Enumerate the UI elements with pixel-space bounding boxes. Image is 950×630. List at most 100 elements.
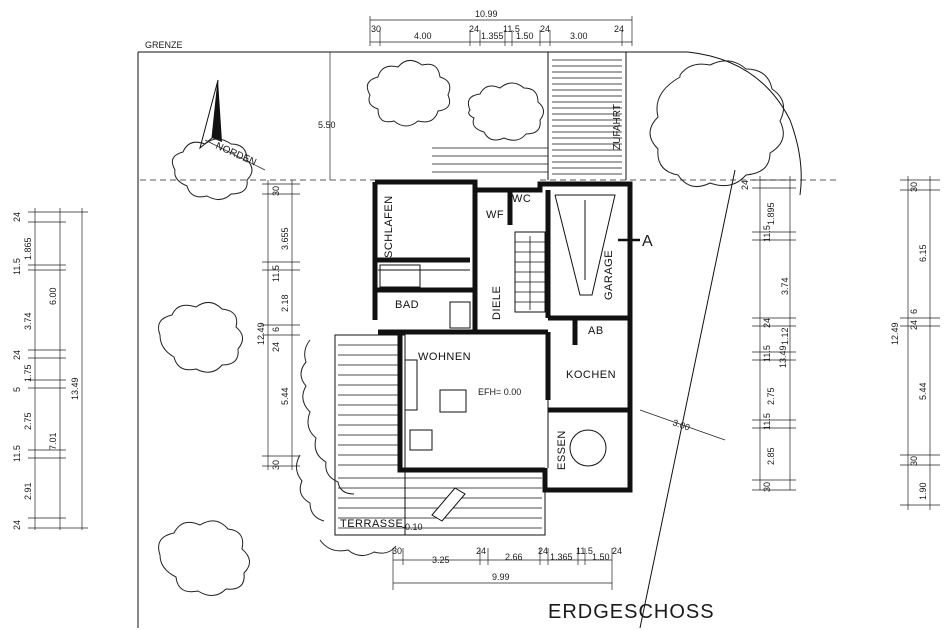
property-boundary: GRENZE [137,40,840,629]
dim-label: 2.18 [280,294,290,312]
room-label-garage: GARAGE [603,250,615,300]
dim-label: 30 [271,186,281,196]
room-label-bad: BAD [395,299,419,311]
room-label-terrasse: TERRASSE [340,518,403,530]
dim-label: 3.655 [280,227,290,250]
terrace-level: -0.10 [402,522,423,532]
dim-label: 11.5 [762,225,772,242]
tree-icon [366,60,451,127]
dim-label: 30 [909,182,919,192]
dim-label: 6 [909,309,919,314]
dim-label: 1.90 [918,482,928,500]
tree-icon [467,82,544,141]
dim-label: 24 [271,342,281,352]
room-label-kochen: KOCHEN [566,369,616,381]
dim-label: 11.5 [12,258,22,275]
dim-label: 1.50 [592,552,610,562]
dim-label: 3.25 [432,555,450,565]
dim-label: 5.50 [318,120,336,130]
north-arrow: NORDEN [199,79,266,171]
dim-label: 12.49 [256,322,266,345]
dim-label: 1.12 [780,327,790,345]
dim-label: 10.99 [475,9,498,19]
dim-label: 12.49 [890,322,900,345]
dim-label: 4.00 [414,31,432,41]
dim-label: 11.5 [271,265,281,282]
room-label-wohnen: WOHNEN [418,351,471,363]
room-label-wc: WC [512,193,531,205]
boundary-label: GRENZE [145,40,183,50]
dim-label: 30 [762,482,772,492]
dim-label: 2.66 [505,552,523,562]
dim-label: 1.355 [481,31,504,41]
tree-icon [158,302,243,373]
room-label-wf: WF [486,209,504,221]
room-label-essen: ESSEN [556,430,568,470]
dim-label: 1.75 [23,364,33,382]
floor-level: EFH= 0.00 [478,387,521,397]
dim-label: 24 [612,546,622,556]
dimension-chain-left-inner: 30 3.655 11.5 2.18 12.49 6 24 5.44 30 [256,180,300,470]
dim-label: 1.50 [516,31,534,41]
staircase [514,231,546,313]
dim-label: 24 [762,318,772,328]
dim-label: 24 [476,546,486,556]
dim-label: 11.5 [576,546,593,556]
dimension-diagonal: 3.00 [639,409,726,441]
dim-label: 2.85 [766,447,776,465]
dim-label: 11.5 [762,345,772,362]
tree-group [158,60,785,596]
dim-label: 11.5 [762,413,772,430]
dimension-chain-top: 10.99 30 4.00 24 1.355 11.5 1.50 24 3.00… [318,9,633,180]
dim-label: 5.44 [280,387,290,405]
dim-label: 11.5 [12,445,22,462]
dim-label: 5.44 [918,382,928,400]
tree-icon [300,339,355,495]
dimension-chain-left-outer: 24 1.865 11.5 3.74 6.00 24 1.75 5 2.75 1… [12,208,88,530]
dim-label: 24 [538,546,548,556]
dim-label: 2.91 [23,482,33,500]
dimension-chain-right-outer: 30 6.15 6 24 12.49 5.44 30 1.90 [890,176,940,510]
dim-label: 30 [909,456,919,466]
dim-label: 1.865 [23,237,33,260]
dim-label: 7.01 [48,432,58,450]
dim-label: 30 [392,546,402,556]
tree-icon [649,60,785,188]
dim-label: 24 [614,24,624,34]
tree-icon [296,454,325,522]
dim-label: 6.00 [48,287,58,305]
terrace [334,334,546,536]
dim-label: 30 [271,460,281,470]
dim-label: 24 [540,24,550,34]
dim-label: 13.49 [70,377,80,400]
room-labels: SCHLAFEN WF WC BAD DIELE GARAGE AB WOHNE… [340,193,616,532]
section-label: A [642,233,653,250]
dining-table [569,429,607,467]
dim-label: 3.00 [570,31,588,41]
dimension-chain-right-inner: 24 1.895 11.5 3.74 24 1.12 11.5 13.49 2.… [740,176,796,492]
room-label-schlafen: SCHLAFEN [383,195,395,258]
driveway-label: ZUFAHRT [612,104,623,150]
dim-label: 6.15 [918,244,928,262]
dim-label: 13.49 [778,345,788,368]
dim-label: 3.74 [780,277,790,295]
dim-label: 24 [909,320,919,330]
dim-label: 24 [12,350,22,360]
house-outline [372,179,633,493]
tree-icon [171,138,253,200]
tree-icon [158,520,250,596]
dim-label: 5 [12,387,22,392]
dim-label: 2.75 [766,387,776,405]
room-label-ab: AB [588,325,604,337]
dim-label: 6 [271,327,281,332]
dim-label: 1.895 [766,202,776,225]
dim-label: 30 [371,24,381,34]
dim-label: 24 [12,212,22,222]
section-marker: A [618,233,653,250]
dim-label: 11.5 [503,24,520,34]
dim-label: 1.365 [550,552,573,562]
dim-label: 2.75 [23,412,33,430]
dim-label: 24 [12,520,22,530]
dim-label: 9.99 [492,572,510,582]
